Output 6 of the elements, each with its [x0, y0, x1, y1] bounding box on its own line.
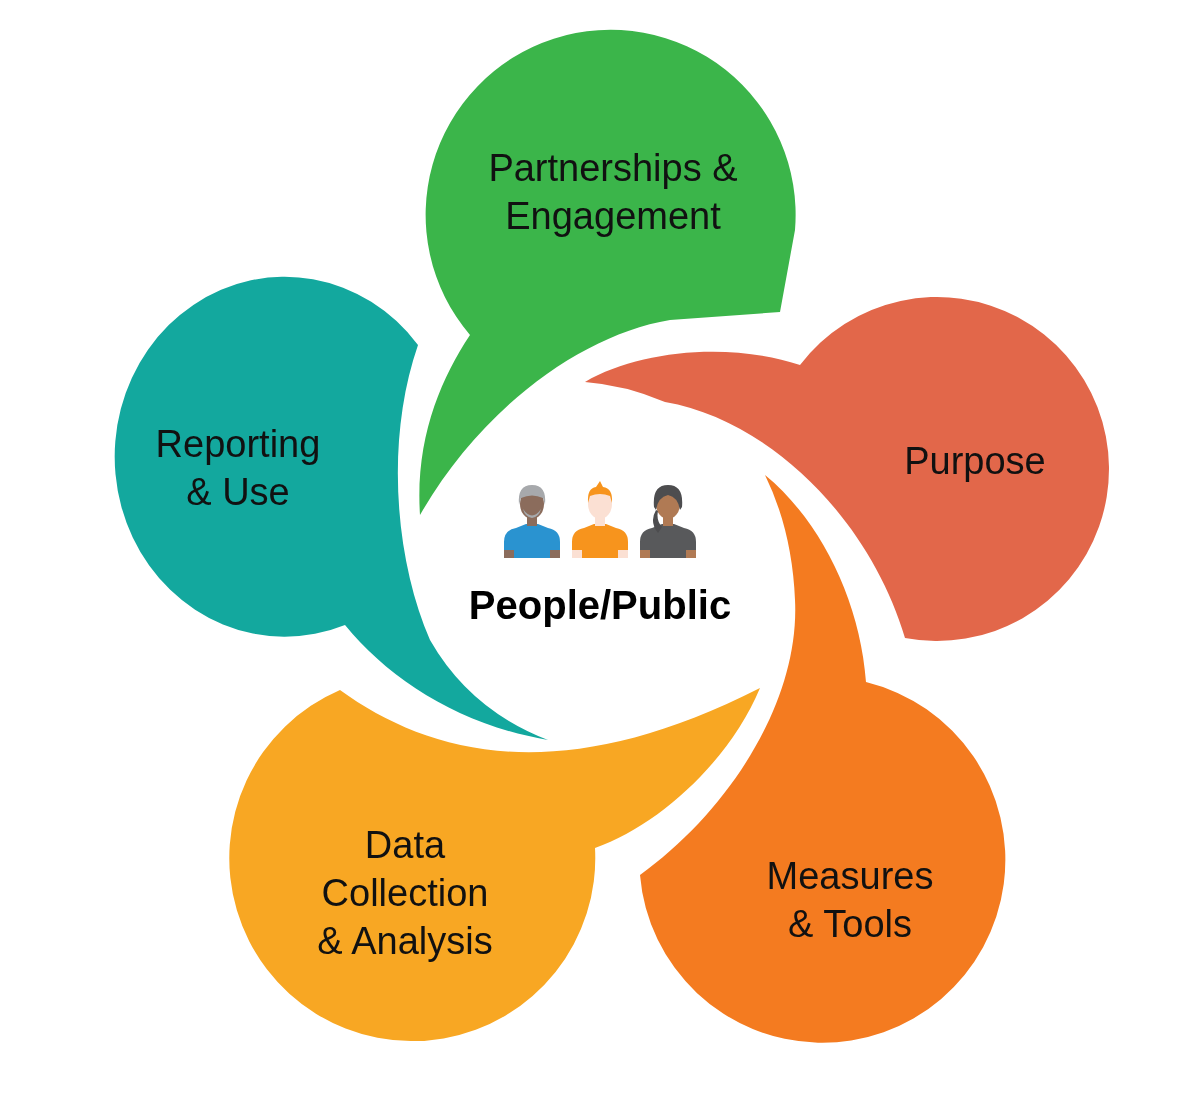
petal-label: Reporting & Use — [154, 422, 322, 515]
petal-label: Purpose — [903, 439, 1047, 484]
petal-label: Partnerships & Engagement — [487, 146, 739, 239]
center-title: People/Public — [467, 582, 733, 629]
petal-label: Data Collection & Analysis — [316, 823, 494, 964]
petal-label: Measures & Tools — [765, 854, 935, 947]
